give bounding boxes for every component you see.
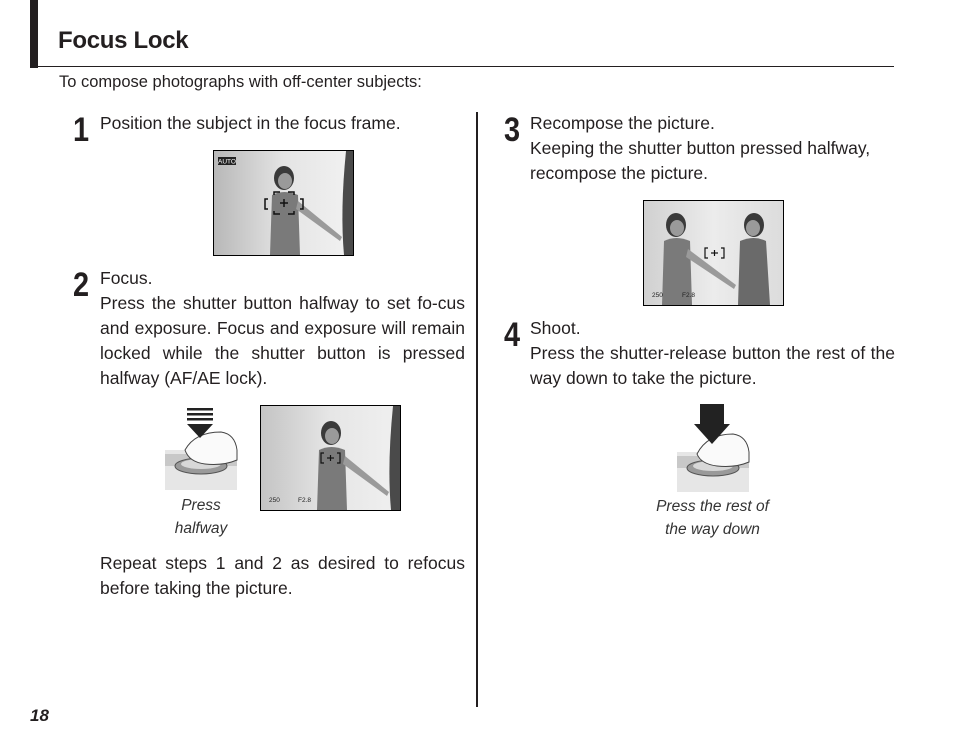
shutter-speed-readout: 250: [652, 292, 663, 299]
step-1-number: 1: [73, 111, 90, 149]
refocus-note: Repeat steps 1 and 2 as desired to refoc…: [100, 553, 465, 598]
step-3-body: Keeping the shutter button pressed halfw…: [530, 138, 871, 183]
step-2-photo-image: 250 F2.8: [261, 406, 400, 510]
shutter-full-press-icon: [677, 404, 750, 492]
step-2-caption: Press halfway: [150, 494, 252, 540]
step-1-title: Position the subject in the focus frame.: [100, 113, 401, 133]
step-2-body: Press the shutter button halfway to set …: [100, 293, 465, 388]
step-4-title: Shoot.: [530, 318, 581, 338]
shutter-half-press-illustration: [165, 406, 239, 497]
page-title: Focus Lock: [58, 27, 189, 54]
step-4-body: Press the shutter-release button the res…: [530, 343, 895, 388]
column-divider: [476, 112, 478, 707]
step-4-number: 4: [504, 316, 521, 354]
step-2-lcd-photo: 250 F2.8: [260, 405, 401, 511]
auto-mode-badge: AUTO: [218, 159, 236, 166]
step-2-number: 2: [73, 266, 90, 304]
aperture-readout: F2.8: [682, 292, 695, 299]
step-4-caption: Press the rest of the way down: [640, 495, 785, 541]
step-2-caption-line-2: halfway: [174, 520, 228, 537]
step-4-caption-line-1: Press the rest of: [656, 498, 769, 515]
step-1-lcd-photo: AUTO: [213, 150, 354, 256]
intro-text: To compose photographs with off-center s…: [59, 73, 422, 91]
step-3-lcd-photo: 250 F2.8: [643, 200, 784, 306]
shutter-half-press-icon: [165, 408, 238, 490]
step-3-photo-image: 250 F2.8: [644, 201, 783, 305]
step-2-caption-line-1: Press: [181, 497, 221, 514]
aperture-readout: F2.8: [298, 497, 311, 504]
step-4-caption-line-2: the way down: [665, 521, 760, 538]
header-bar: [30, 0, 38, 68]
step-2-title: Focus.: [100, 268, 153, 288]
step-3-title: Recompose the picture.: [530, 113, 715, 133]
shutter-full-press-illustration: [677, 404, 751, 499]
header-rule: [30, 66, 894, 67]
step-3-number: 3: [504, 111, 521, 149]
shutter-speed-readout: 250: [269, 497, 280, 504]
step-1-photo-image: AUTO: [214, 151, 353, 255]
page-number: 18: [30, 706, 49, 725]
